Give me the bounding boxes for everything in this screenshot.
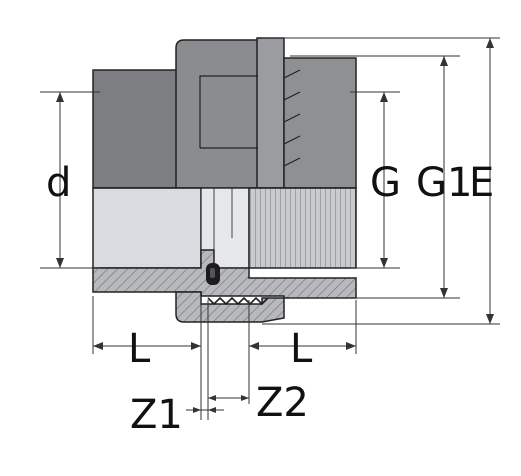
collar-ring	[256, 37, 285, 189]
nut-thread-edges	[199, 69, 301, 167]
dimension-e	[262, 37, 500, 325]
label-d: d	[46, 160, 71, 206]
o-ring-highlight	[210, 268, 215, 278]
dimension-d	[40, 91, 100, 269]
pipe-bore	[92, 187, 202, 269]
internal-thread	[248, 187, 357, 269]
label-e: E	[469, 160, 494, 206]
left-socket-body	[92, 69, 189, 189]
section-thread-teeth	[207, 296, 269, 306]
label-l-left: L	[128, 326, 151, 372]
dimension-g1	[290, 55, 460, 299]
union-nut	[175, 39, 263, 189]
label-l-right: L	[290, 326, 313, 372]
dimension-g	[350, 91, 400, 269]
dimension-z1	[186, 300, 224, 420]
label-z2: Z2	[256, 380, 309, 426]
dimension-z2	[208, 395, 249, 401]
label-g: G	[370, 160, 401, 206]
label-z1: Z1	[130, 392, 183, 438]
label-g1: G1	[416, 160, 472, 206]
dimension-l-right	[248, 300, 357, 404]
dimension-l-left	[92, 296, 202, 420]
right-threaded-body	[283, 57, 357, 189]
